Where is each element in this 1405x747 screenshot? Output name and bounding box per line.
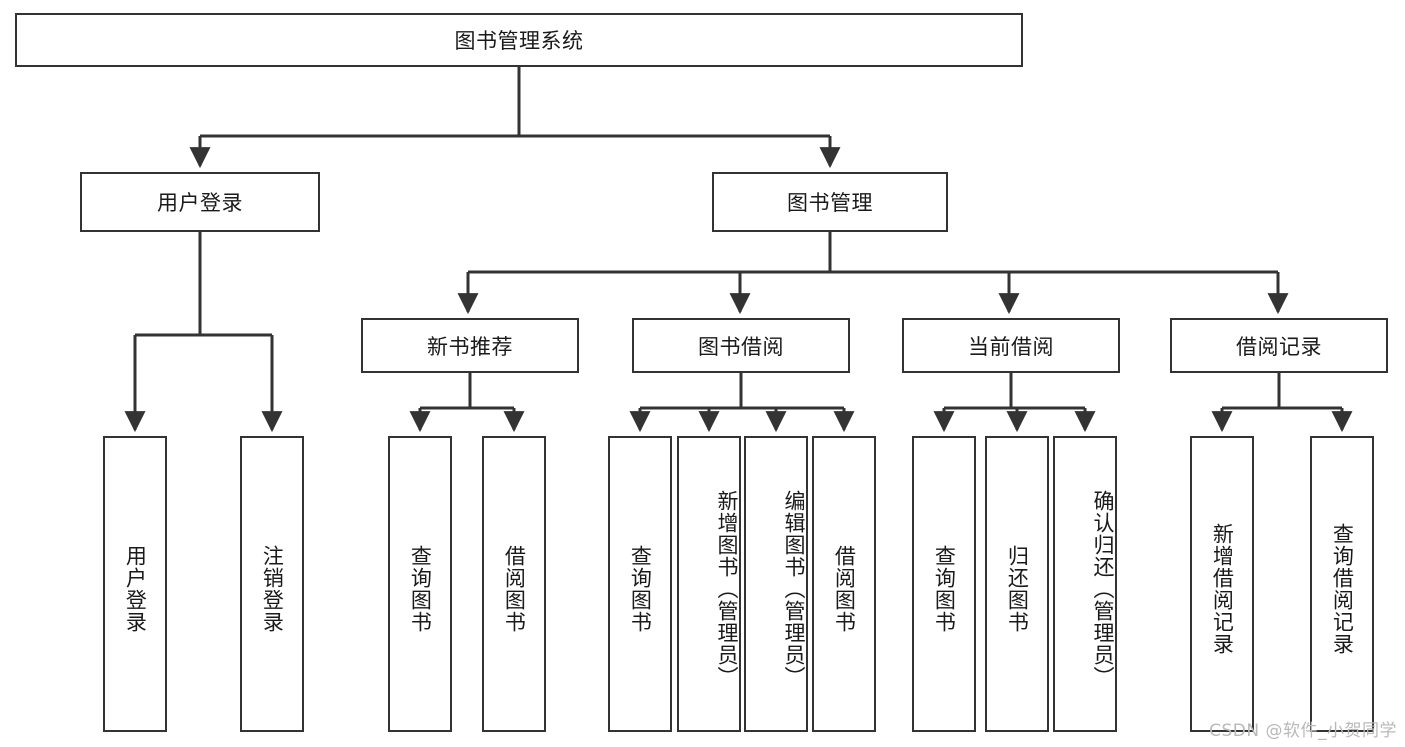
node-book-management[interactable]: 图书管理 [712,172,948,232]
leaf-add-book-admin-label: 新增图书（管理员） [715,490,739,688]
leaf-confirm-return-admin[interactable]: 确认归还（管理员） [1053,436,1117,732]
node-new-book-recommend-label: 新书推荐 [427,334,513,359]
node-current-borrow-label: 当前借阅 [968,334,1054,359]
csdn-watermark: CSDN @软件_小贺同学 [1209,721,1397,741]
leaf-query-book-current[interactable]: 查询图书 [912,436,976,732]
leaf-query-borrow-record-label: 查询借阅记录 [1330,523,1355,655]
leaf-borrow-book-newbook[interactable]: 借阅图书 [482,436,546,732]
node-root-label: 图书管理系统 [454,29,584,53]
leaf-edit-book-admin-label: 编辑图书（管理员） [782,490,806,688]
node-root[interactable]: 图书管理系统 [15,13,1023,67]
leaf-query-book-borrow[interactable]: 查询图书 [608,436,672,732]
leaf-query-book-borrow-label: 查询图书 [628,545,653,633]
leaf-query-book-newbook[interactable]: 查询图书 [388,436,452,732]
node-book-borrow[interactable]: 图书借阅 [632,318,850,373]
node-user-login-label: 用户登录 [157,191,243,215]
leaf-query-book-current-label: 查询图书 [932,545,957,633]
node-borrow-record-label: 借阅记录 [1236,334,1322,359]
leaf-add-borrow-record[interactable]: 新增借阅记录 [1190,436,1254,732]
leaf-logout-label: 注销登录 [260,545,285,633]
leaf-query-borrow-record[interactable]: 查询借阅记录 [1310,436,1374,732]
leaf-logout[interactable]: 注销登录 [240,436,304,732]
node-book-management-label: 图书管理 [787,191,873,215]
leaf-add-book-admin[interactable]: 新增图书（管理员） [677,436,741,732]
leaf-return-book-label: 归还图书 [1005,545,1030,633]
leaf-add-borrow-record-label: 新增借阅记录 [1210,523,1235,655]
node-current-borrow[interactable]: 当前借阅 [902,318,1120,373]
leaf-borrow-book-label: 借阅图书 [832,545,857,633]
node-book-borrow-label: 图书借阅 [698,334,784,359]
node-new-book-recommend[interactable]: 新书推荐 [361,318,579,373]
node-user-login[interactable]: 用户登录 [80,172,320,232]
leaf-user-login[interactable]: 用户登录 [103,436,167,732]
leaf-edit-book-admin[interactable]: 编辑图书（管理员） [744,436,808,732]
leaf-confirm-return-admin-label: 确认归还（管理员） [1091,490,1115,688]
node-borrow-record[interactable]: 借阅记录 [1170,318,1388,373]
leaf-borrow-book[interactable]: 借阅图书 [812,436,876,732]
leaf-query-book-newbook-label: 查询图书 [408,545,433,633]
leaf-user-login-label: 用户登录 [123,545,148,633]
leaf-borrow-book-newbook-label: 借阅图书 [502,545,527,633]
leaf-return-book[interactable]: 归还图书 [985,436,1049,732]
